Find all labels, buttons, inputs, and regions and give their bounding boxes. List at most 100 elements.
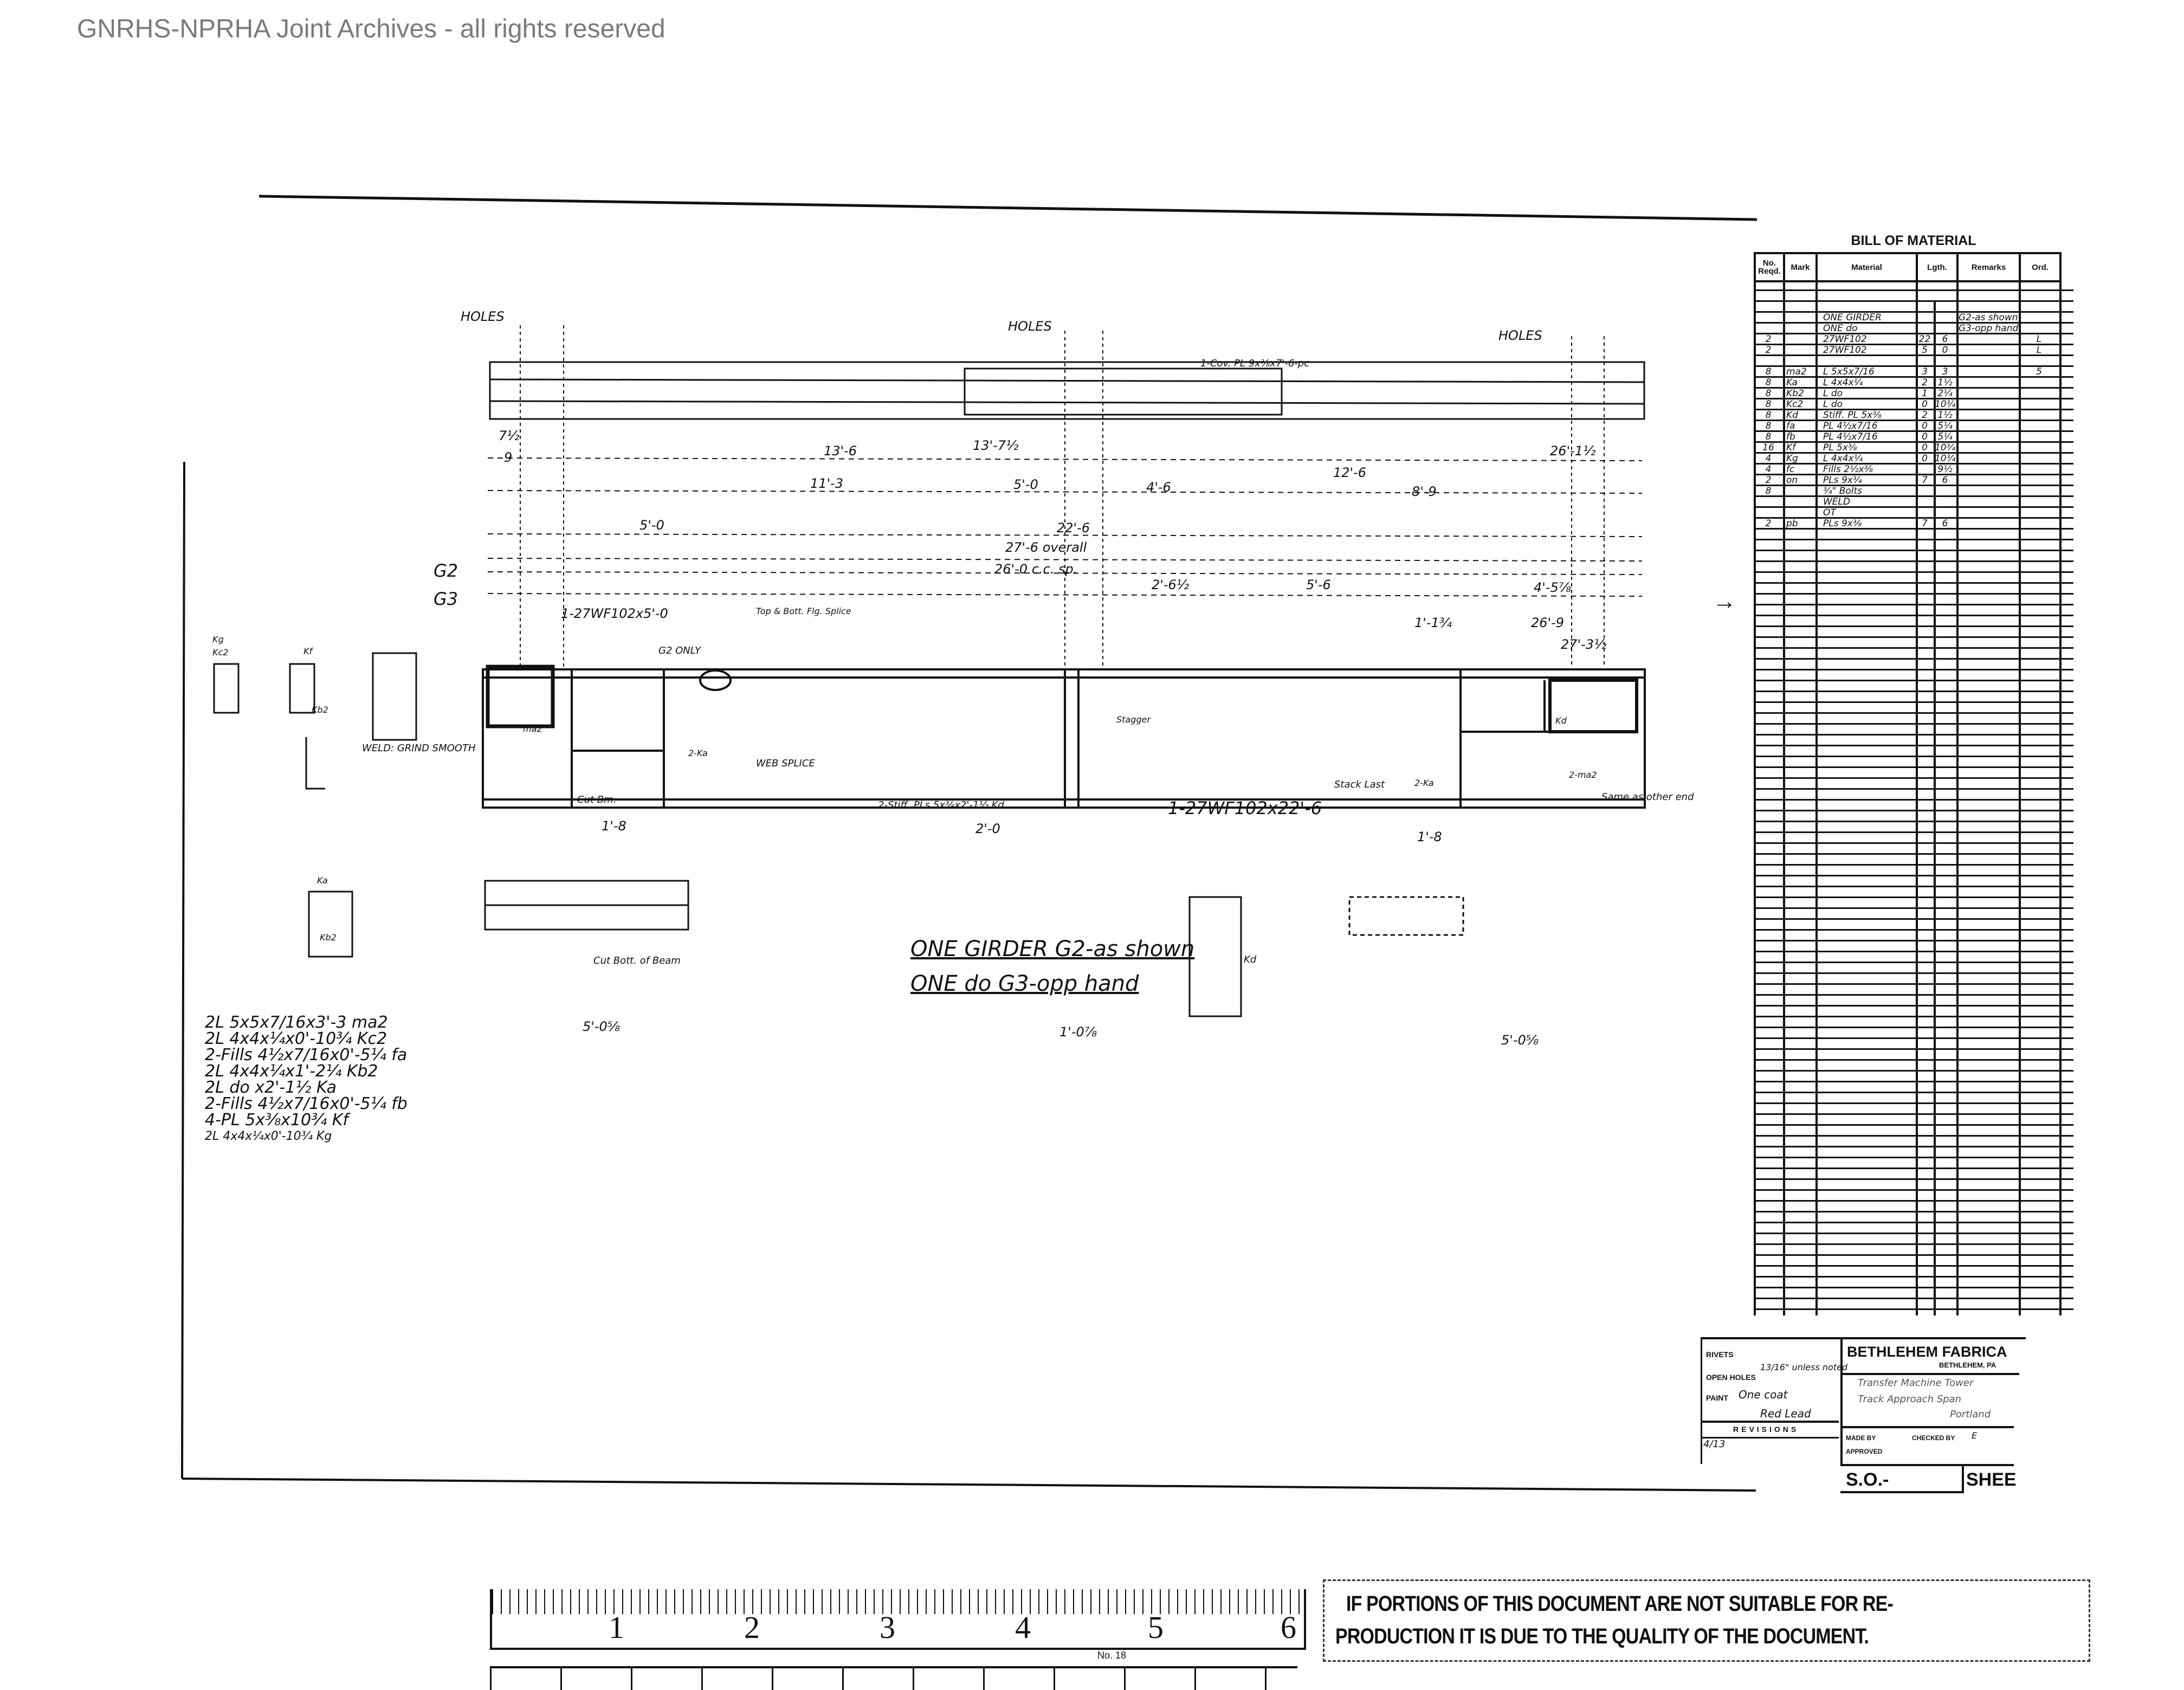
bom-cell-mark: fa: [1786, 421, 1795, 431]
bom-cell-no: [1754, 280, 1783, 291]
mark-label: Kc2: [212, 647, 229, 657]
bom-cell-ord: [2019, 432, 2059, 443]
dimension: 5'-6: [1306, 577, 1331, 592]
checked-by-value: E: [1972, 1430, 1978, 1441]
bom-cell-ft: [1916, 486, 1934, 497]
bom-cell-ft: [1916, 291, 1934, 302]
bom-row: [1754, 356, 2059, 367]
bom-cell-in: [1934, 508, 1956, 519]
bom-cell-no: 4: [1765, 465, 1772, 475]
bom-cell-material: L do: [1823, 399, 1843, 410]
bom-cell-ft: [1916, 302, 1934, 313]
flange-splice-label: Top & Bott. Flg. Splice: [756, 606, 851, 616]
bom-cell-remarks: G2-as shown: [1959, 313, 2018, 323]
bom-cell-material: ONE do: [1823, 324, 1858, 334]
girder-elevation: [482, 665, 1646, 809]
mark-label: 2-ma2: [1569, 770, 1597, 780]
bom-cell-mark: [1783, 345, 1815, 356]
bom-cell-material: PL 5x⅜: [1823, 443, 1857, 453]
bom-cell-ord: L: [2036, 334, 2042, 345]
bom-cell-material: PLs 9x⅜: [1823, 519, 1862, 529]
bom-cell-material: PL 4½x7/16: [1823, 432, 1878, 442]
bom-cell-ord: [2019, 389, 2059, 399]
sheet-border-bottom: [182, 1478, 1756, 1492]
dimension-lines: [487, 457, 1643, 597]
bom-cell-material: WELD: [1823, 497, 1851, 507]
bom-cell-ft: 0: [1922, 443, 1928, 453]
bom-cell-mark: Kd: [1786, 410, 1798, 421]
bom-cell-ord: L: [2036, 345, 2042, 356]
archive-watermark: GNRHS-NPRHA Joint Archives - all rights …: [77, 15, 665, 43]
sheet-border-top: [259, 195, 1757, 221]
dimension: 4'-6: [1146, 480, 1171, 495]
bom-cell-material: L do: [1823, 389, 1843, 399]
bom-cell-material: ¾" Bolts: [1823, 486, 1863, 496]
bom-row: [1754, 302, 2059, 313]
bom-cell-ft: 0: [1922, 421, 1928, 431]
bom-cell-mark: Ka: [1786, 378, 1798, 388]
bom-cell-remarks: [1956, 486, 2019, 497]
bom-cell-no: 8: [1765, 399, 1772, 410]
bom-cell-no: 2: [1765, 519, 1772, 529]
bom-cell-ft: [1916, 497, 1934, 508]
bom-cell-ft: 0: [1922, 432, 1928, 442]
bom-cell-ord: [2019, 302, 2059, 313]
cover-plate-label: 1-Cov. PL 9x⅜x7'-6-pc: [1200, 358, 1310, 369]
mark-label: 2-Ka: [1414, 778, 1434, 788]
quality-notice: IF PORTIONS OF THIS DOCUMENT ARE NOT SUI…: [1323, 1579, 2090, 1662]
bom-cell-material: OT: [1823, 508, 1836, 518]
mark-label: Kd: [1244, 954, 1257, 965]
open-holes-value: 13/16" unless noted: [1760, 1362, 1848, 1372]
bom-cell-remarks: [1956, 432, 2019, 443]
project-line-2: Track Approach Span: [1858, 1394, 1961, 1405]
bom-cell-mark: [1783, 324, 1815, 334]
revisions-label: REVISIONS: [1733, 1425, 1799, 1434]
bom-cell-mark: [1783, 313, 1815, 324]
ruler-number: 2: [744, 1610, 760, 1645]
dimension: 27'-3½: [1561, 637, 1607, 652]
weld-note: WELD: GRIND SMOOTH: [362, 743, 476, 754]
web-splice-label: WEB SPLICE: [756, 758, 815, 769]
bom-cell-in: 9½: [1937, 465, 1953, 475]
bom-cell-remarks: [1956, 291, 2019, 302]
bom-cell-material: 27WF102: [1823, 334, 1867, 345]
dimension: 11'-3: [810, 476, 844, 491]
ruler-number: 4: [1015, 1610, 1031, 1645]
dimension: 26'-1½: [1550, 443, 1596, 459]
bom-cell-remarks: [1956, 280, 2019, 291]
hole-label: HOLES: [1008, 319, 1052, 334]
ship-note: Same as other end: [1601, 791, 1694, 803]
bom-header: No. Reqd. Mark Material Lgth. Remarks Or…: [1754, 252, 2062, 282]
bom-cell-mark: Kg: [1786, 454, 1798, 464]
bom-cell-mark: pb: [1786, 519, 1798, 529]
bom-cell-remarks: [1956, 345, 2019, 356]
bom-cell-ord: [2019, 313, 2059, 324]
bom-cell-remarks: [1956, 454, 2019, 465]
dimension: 5'-0: [639, 518, 664, 533]
stack-last-label: Stack Last: [1334, 779, 1385, 790]
bom-cell-no: 2: [1765, 345, 1772, 356]
bom-cell-material: [1815, 291, 1916, 302]
bom-cell-material: [1815, 280, 1916, 291]
dimension: 1'-1¾: [1414, 615, 1452, 630]
bom-cell-mark: [1783, 508, 1815, 519]
paint-value: One coat: [1739, 1388, 1788, 1401]
note-line: 2L do x2'-1½ Ka: [205, 1078, 337, 1097]
caption-line-1: ONE GIRDER G2-as shown: [910, 937, 1195, 962]
mark-label: Ka: [317, 875, 328, 886]
bom-cell-material: 27WF102: [1823, 345, 1867, 356]
cut-beam-label: Cut Bm.: [577, 794, 617, 805]
dimension: 1'-8: [602, 818, 626, 834]
note-line: 2L 4x4x¼x1'-2¼ Kb2: [205, 1062, 378, 1081]
bom-cell-ft: [1916, 356, 1934, 367]
bom-col-no: No. Reqd.: [1754, 254, 1785, 280]
bom-cell-no: [1754, 313, 1783, 324]
bom-cell-in: [1934, 324, 1956, 334]
bom-cell-ft: 0: [1922, 454, 1928, 464]
